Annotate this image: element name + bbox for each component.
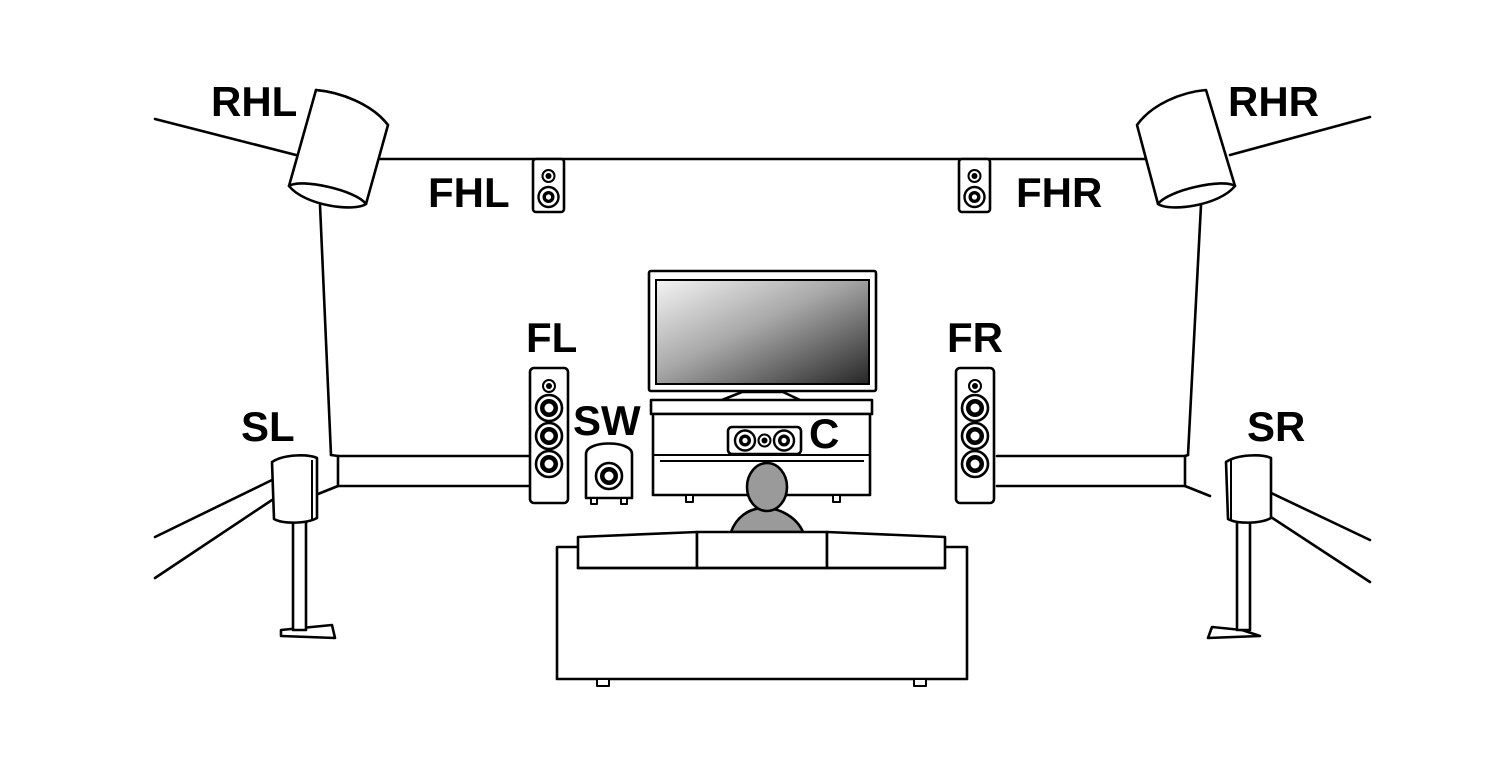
fr-speaker xyxy=(954,366,996,505)
sw-speaker xyxy=(584,442,634,505)
fhr-label: FHR xyxy=(1016,169,1103,216)
sr-speaker xyxy=(1206,454,1273,640)
fhl-speaker xyxy=(531,157,566,214)
rhl-speaker xyxy=(287,88,390,209)
c-speaker xyxy=(726,425,803,456)
sl-label: SL xyxy=(241,403,295,450)
sofa xyxy=(555,530,969,687)
rhl-label: RHL xyxy=(211,78,298,125)
rhr-label: RHR xyxy=(1228,78,1319,125)
fhr-speaker xyxy=(957,157,992,214)
fl-label: FL xyxy=(526,314,578,361)
sl-speaker xyxy=(270,454,337,640)
fr-label: FR xyxy=(947,314,1003,361)
fhl-label: FHL xyxy=(428,169,510,216)
fl-speaker xyxy=(528,366,570,505)
television xyxy=(647,269,878,408)
rhr-speaker xyxy=(1135,88,1237,209)
listener xyxy=(729,461,805,534)
sw-label: SW xyxy=(573,397,641,444)
sr-label: SR xyxy=(1247,403,1306,450)
c-label: C xyxy=(809,410,840,457)
